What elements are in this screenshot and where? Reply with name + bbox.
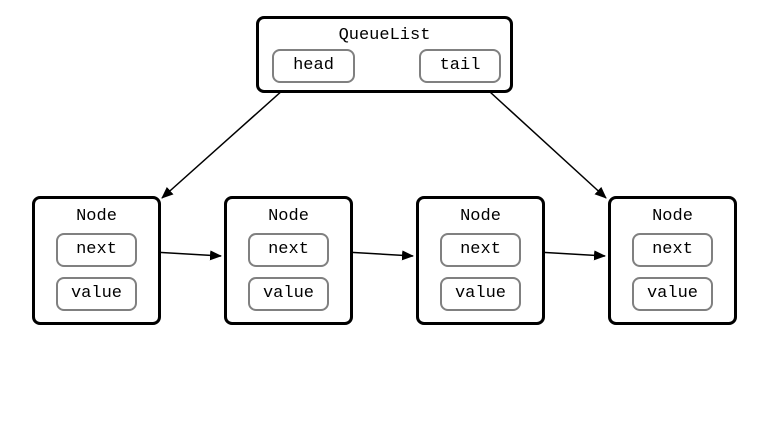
- node-title: Node: [460, 207, 501, 226]
- node-value-field: value: [440, 277, 521, 311]
- node-title: Node: [76, 207, 117, 226]
- node-next-field: next: [56, 233, 137, 267]
- queue-list-box: QueueList head tail: [256, 16, 513, 93]
- node-box-4: Node next value: [608, 196, 737, 325]
- node-next-field: next: [248, 233, 329, 267]
- node-title: Node: [268, 207, 309, 226]
- node-box-2: Node next value: [224, 196, 353, 325]
- head-field: head: [272, 49, 355, 83]
- node-title: Node: [652, 207, 693, 226]
- node-value-field: value: [632, 277, 713, 311]
- head-pointer-arrow: [161, 80, 294, 199]
- node-value-field: value: [248, 277, 329, 311]
- node-value-field: value: [56, 277, 137, 311]
- node-box-3: Node next value: [416, 196, 545, 325]
- queue-list-title: QueueList: [338, 26, 431, 45]
- node-box-1: Node next value: [32, 196, 161, 325]
- node-next-field: next: [632, 233, 713, 267]
- tail-pointer-arrow: [477, 80, 607, 199]
- tail-field: tail: [419, 49, 501, 83]
- node-next-field: next: [440, 233, 521, 267]
